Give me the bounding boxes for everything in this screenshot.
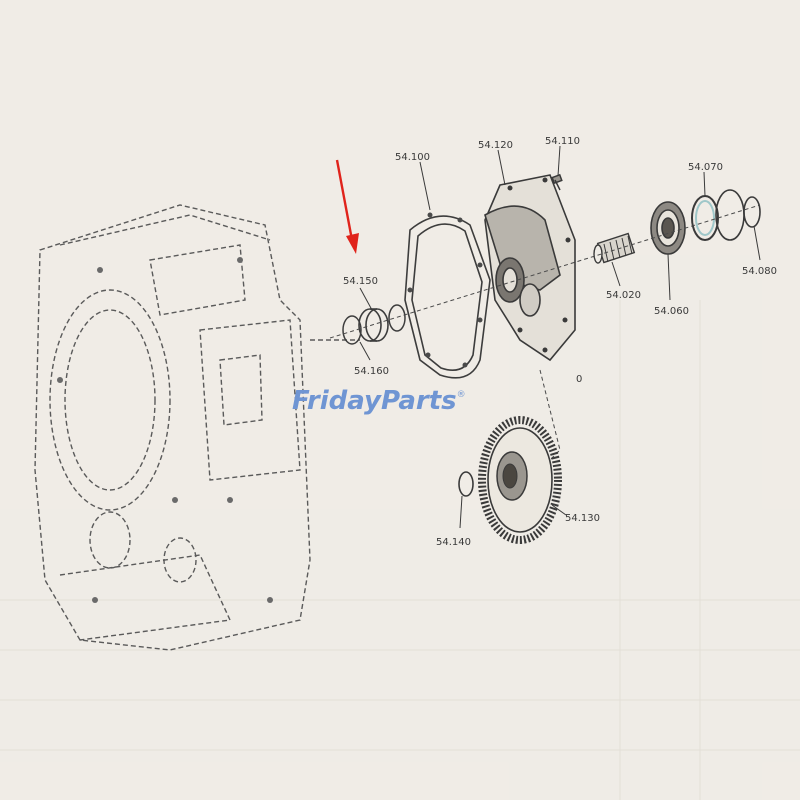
label-54-080: 54.080 [742,266,777,277]
part-54-060-bearing [650,201,686,255]
leader-lines [359,145,761,529]
part-54-100-gasket [404,215,491,379]
watermark-word-parts: Parts [381,386,457,416]
label-54-020: 54.020 [606,290,641,301]
label-54-070: 54.070 [688,162,723,173]
cover-bolt-holes [507,177,571,353]
friday-parts-watermark: FridayParts® [292,386,466,416]
part-54-130-gear [478,416,562,544]
part-54-150-bushing [358,308,389,342]
part-54-110-bolt [551,173,563,191]
label-54-160: 54.160 [354,366,389,377]
gasket-holes [407,212,483,368]
part-54-140-snap-ring [458,471,474,497]
part-54-120-cover [484,174,576,362]
label-54-060: 54.060 [654,306,689,317]
label-54-100: 54.100 [395,152,430,163]
watermark-trademark: ® [457,390,466,400]
transmission-housing [34,204,360,651]
label-54-150: 54.150 [343,276,378,287]
part-54-080-ring [715,189,761,241]
housing-bolts [57,257,273,603]
part-54-160-snap-rings [342,304,406,345]
label-54-130: 54.130 [565,513,600,524]
label-54-140: 54.140 [436,537,471,548]
label-54-110: 54.110 [545,136,580,147]
watermark-word-friday: Friday [292,386,382,416]
svg-text:FridayParts®: FridayParts® [292,386,466,416]
label-54-120: 54.120 [478,140,513,151]
red-indicator-arrow [335,159,359,254]
stray-mark: 0 [576,374,582,385]
